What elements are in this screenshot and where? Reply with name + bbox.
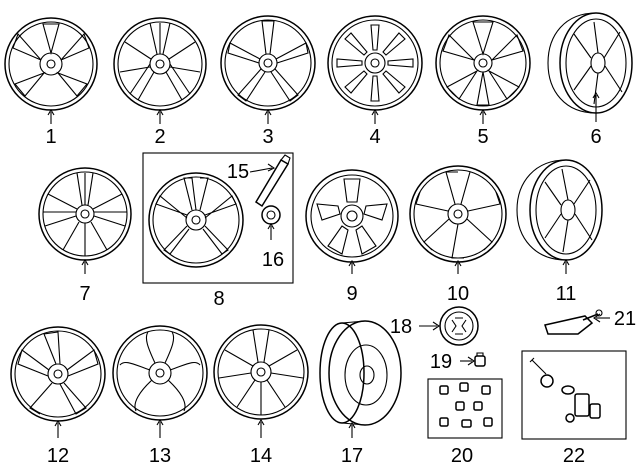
callout-4: 4 [369,126,380,148]
alloy-wheel-icon [38,167,132,261]
callout-20: 20 [451,445,473,467]
callout-10: 10 [447,283,469,305]
wheel-4: 4 [327,15,423,148]
wheel-14: 14 [213,324,309,467]
wheel-6: 6 [547,12,633,148]
callout-18: 18 [390,316,412,338]
callout-22: 22 [563,445,585,467]
callout-2: 2 [154,126,165,148]
alloy-wheel-icon [148,172,244,268]
callout-11: 11 [556,283,577,305]
kit-20-frame [427,378,503,439]
tpms-service-kit-icon [529,357,601,423]
center-cap-18: 18 [390,306,479,346]
lock-set-icon [439,382,493,428]
callout-21: 21 [614,308,636,330]
alloy-wheel-icon [305,169,399,263]
lug-nut-19: 19 [430,351,486,373]
wheel-13: 13 [112,325,208,467]
wheel-2: 2 [113,17,207,148]
callout-14: 14 [250,445,272,467]
wheel-side-view-icon [516,159,603,261]
callout-5: 5 [477,126,488,148]
tpms-sensor-21: 21 [544,308,636,335]
wheel-1: 1 [4,17,98,148]
spare-tire-17: 17 [319,320,402,467]
alloy-wheel-icon [10,326,106,422]
center-cap-16: 16 [261,205,284,271]
wheel-10: 10 [409,165,507,305]
kit-20-box: 20 [427,378,503,467]
wheel-12: 12 [10,326,106,467]
alloy-wheel-icon [113,17,207,111]
alloy-wheel-icon [4,17,98,111]
callout-8: 8 [213,288,224,310]
center-cap-small-icon [261,205,281,225]
callout-17: 17 [341,445,363,467]
kit-8-frame [142,152,294,284]
callout-16: 16 [262,249,284,271]
wheel-3: 3 [220,15,316,148]
callout-15: 15 [227,161,249,183]
kit-22-frame [521,350,627,440]
callout-13: 13 [149,445,171,467]
callout-3: 3 [262,126,273,148]
wheel-side-view-icon [547,12,633,114]
wheel-5: 5 [435,15,531,148]
callout-12: 12 [47,445,69,467]
alloy-wheel-icon [409,165,507,263]
paint-pen-15: 15 [227,154,291,208]
wheel-9: 9 [305,169,399,305]
callout-1: 1 [45,126,56,148]
wheel-11: 11 [516,159,603,305]
tpms-sensor-icon [544,309,603,335]
callout-6: 6 [590,126,601,148]
callout-9: 9 [346,283,357,305]
alloy-wheel-icon [112,325,208,421]
lug-nut-icon [474,352,486,367]
alloy-wheel-icon [327,15,423,111]
alloy-wheel-icon [213,324,309,420]
alloy-wheel-icon [220,15,316,111]
alloy-wheel-icon [435,15,531,111]
kit-22-box: 22 [521,350,627,467]
callout-7: 7 [79,283,90,305]
kit-8-box: 15 16 8 [142,152,294,310]
spare-tire-icon [319,320,402,426]
callout-19: 19 [430,351,452,373]
wheel-7: 7 [38,167,132,305]
center-cap-emblem-icon [439,306,479,346]
